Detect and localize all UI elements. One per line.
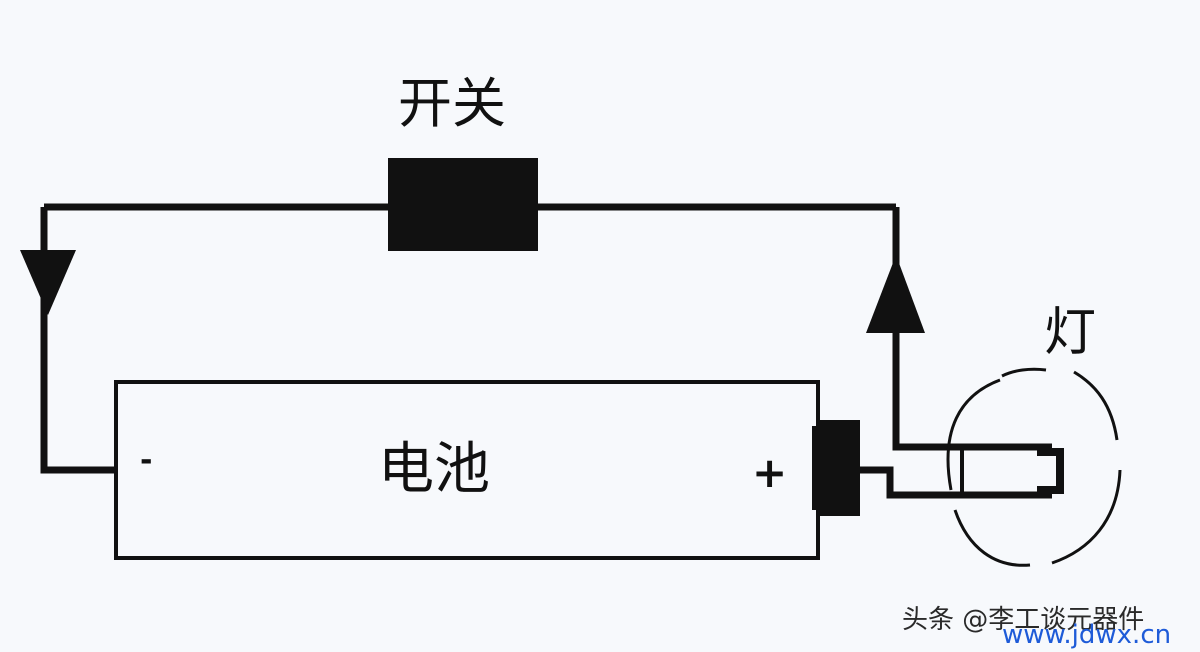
switch-label: 开关 xyxy=(398,72,506,135)
wire-left xyxy=(40,207,116,474)
watermark-source: 头条 @李工谈元器件 xyxy=(902,605,1144,635)
wire-lamp-bottom xyxy=(860,466,1052,499)
battery-minus-label: - xyxy=(140,443,152,478)
battery-plus-label: + xyxy=(752,448,787,497)
lamp-bulb xyxy=(946,367,1122,567)
battery-label: 电池 xyxy=(378,437,490,502)
switch-body xyxy=(388,163,538,251)
arrow-left-down xyxy=(20,250,76,315)
switch-top-edge xyxy=(388,158,538,168)
watermark-site: www.jdwx.cn xyxy=(1002,620,1171,650)
battery-positive-cap xyxy=(812,426,830,510)
lamp-label: 灯 xyxy=(1044,303,1096,363)
arrow-right-up xyxy=(866,255,925,333)
lamp-filament xyxy=(1037,448,1064,494)
